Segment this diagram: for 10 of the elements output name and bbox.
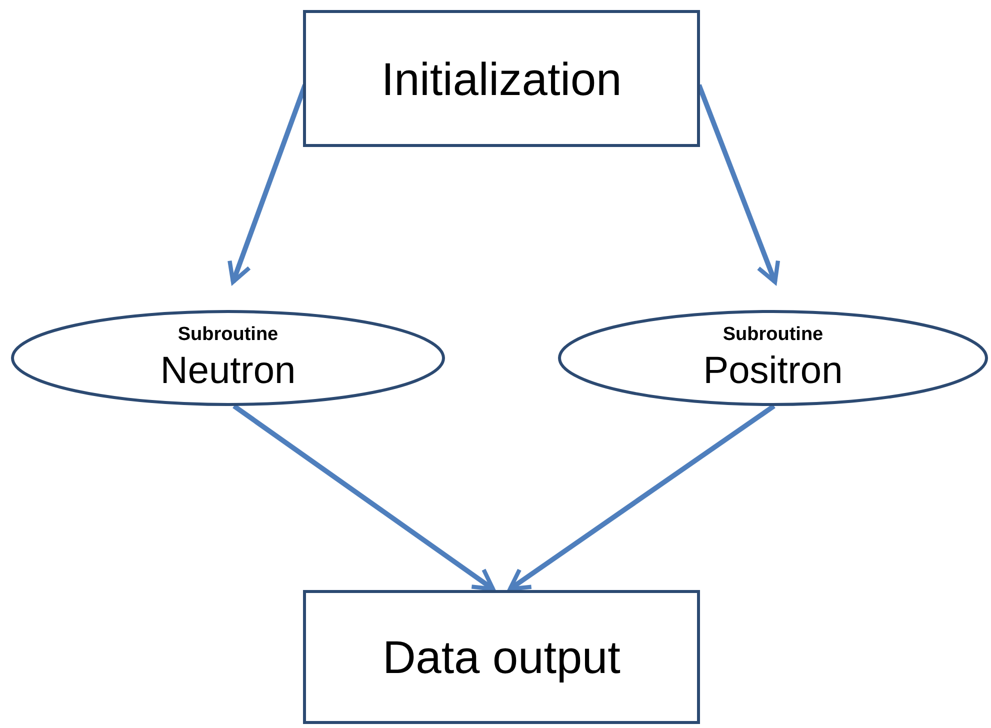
node-label: Neutron (160, 350, 296, 392)
node-label: Positron (703, 350, 843, 392)
process-box (303, 590, 700, 724)
arrow (508, 404, 776, 592)
arrow (232, 404, 496, 592)
node-subtitle: Subroutine (178, 324, 278, 346)
node-label: Initialization (381, 52, 622, 106)
process-box (303, 10, 700, 147)
node-label: Data output (382, 630, 620, 684)
node-subtitle: Subroutine (722, 324, 824, 346)
